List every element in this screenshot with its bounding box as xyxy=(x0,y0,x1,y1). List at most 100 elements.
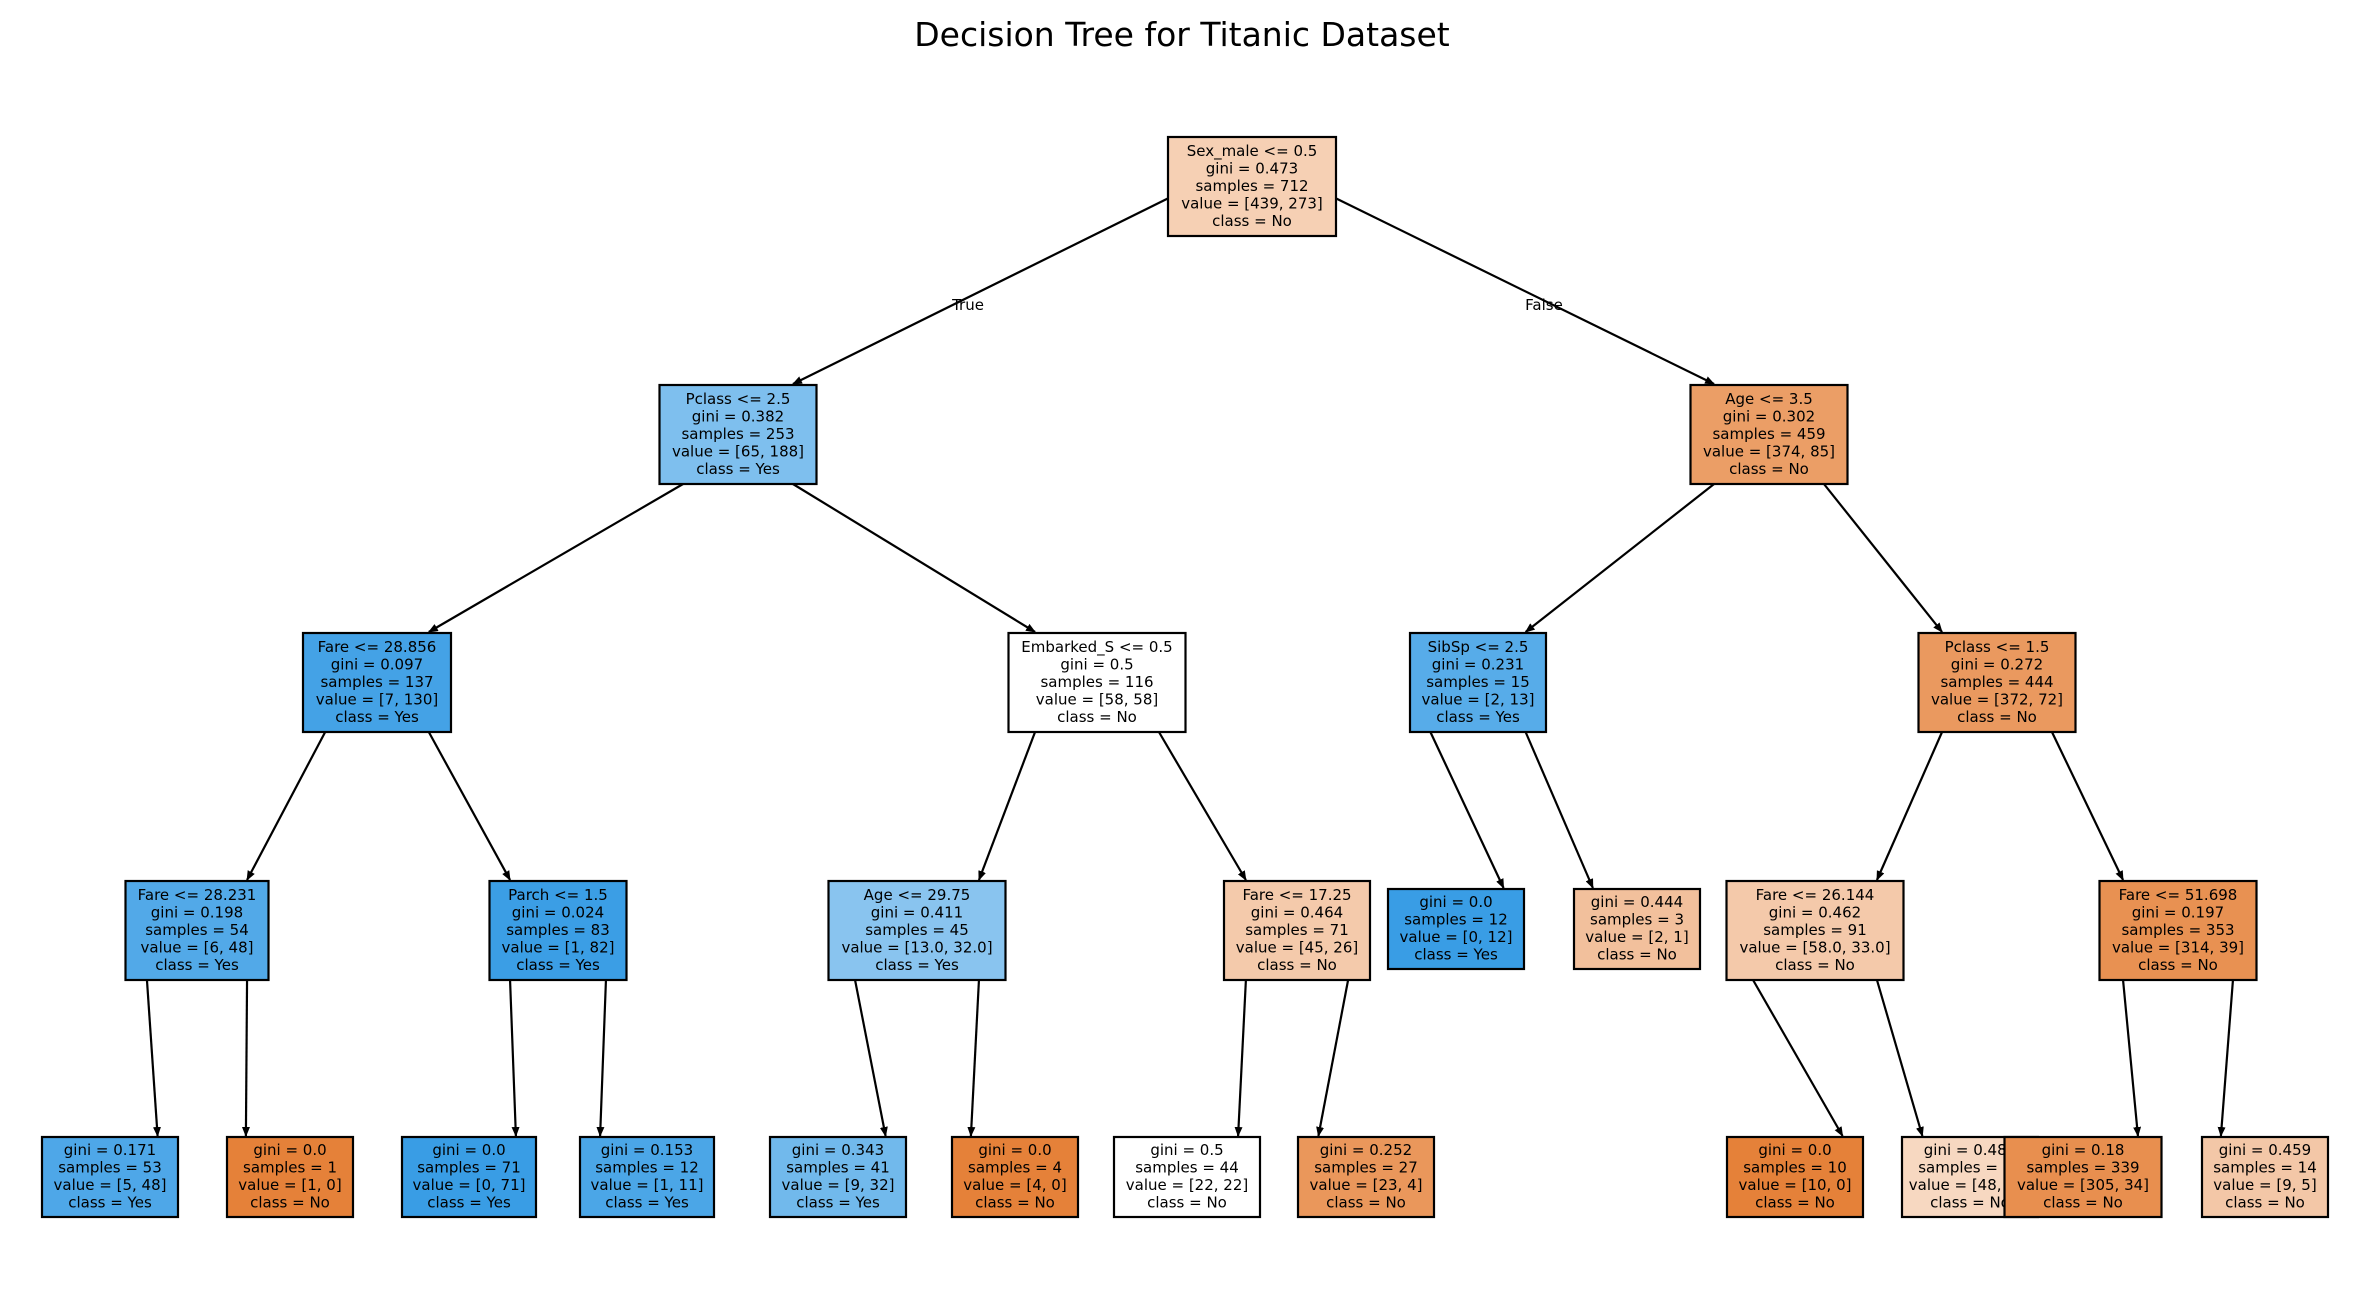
node-text-line: Pclass <= 1.5 xyxy=(1945,638,2050,656)
node-text-line: class = Yes xyxy=(1436,708,1520,726)
node-text-line: class = No xyxy=(2043,1194,2123,1212)
edge-n3-n5 xyxy=(241,979,250,1137)
node-text-line: samples = 353 xyxy=(2121,921,2234,939)
node-text-line: class = No xyxy=(1597,946,1677,964)
node-text-line: gini = 0.0 xyxy=(978,1141,1051,1159)
node-text-line: value = [9, 5] xyxy=(2213,1176,2316,1194)
edge-n17-n18 xyxy=(1429,731,1505,889)
node-text-line: gini = 0.0 xyxy=(1758,1141,1831,1159)
node-text-line: gini = 0.302 xyxy=(1723,407,1815,425)
node-text-line: samples = 91 xyxy=(1763,921,1867,939)
node-box xyxy=(1007,631,1187,734)
node-text-line: value = [58.0, 33.0] xyxy=(1739,938,1890,956)
node-text-line: value = [1, 11] xyxy=(591,1176,704,1194)
node-text-line: gini = 0.483 xyxy=(1924,1141,2016,1159)
node-text-line: gini = 0.197 xyxy=(2132,903,2224,921)
node-text-line: Fare <= 26.144 xyxy=(1756,886,1875,904)
node-box xyxy=(1408,631,1548,734)
node-text-line: value = [0, 71] xyxy=(413,1176,526,1194)
node-box xyxy=(225,1135,355,1219)
node-text-line: gini = 0.343 xyxy=(792,1141,884,1159)
node-text-line: gini = 0.464 xyxy=(1251,903,1343,921)
node-box xyxy=(1296,1135,1436,1219)
node-text-line: gini = 0.171 xyxy=(64,1141,156,1159)
node-text-line: gini = 0.231 xyxy=(1432,655,1524,673)
edge-n20-n24 xyxy=(2050,731,2125,881)
node-text-line: gini = 0.459 xyxy=(2219,1141,2311,1159)
edge-label-true: True xyxy=(951,296,984,314)
edge-n6-n8 xyxy=(596,979,608,1137)
node-text-line: gini = 0.0 xyxy=(253,1141,326,1159)
node-text-line: samples = 14 xyxy=(2213,1159,2317,1177)
node-text-line: Age <= 3.5 xyxy=(1725,390,1813,408)
node-text-line: class = Yes xyxy=(696,460,780,478)
node-box xyxy=(827,879,1007,982)
node-text-line: value = [4, 0] xyxy=(963,1176,1066,1194)
node-text-line: gini = 0.0 xyxy=(1419,893,1492,911)
node-text-line: value = [48, 33] xyxy=(1909,1176,2032,1194)
node-text-line: Sex_male <= 0.5 xyxy=(1187,142,1318,161)
edge-n21-n22 xyxy=(1752,979,1844,1137)
node-text-line: value = [314, 39] xyxy=(2112,938,2244,956)
node-text-line: class = No xyxy=(2225,1194,2305,1212)
node-text-line: samples = 712 xyxy=(1195,177,1308,195)
node-text-line: class = No xyxy=(1147,1194,1227,1212)
node-text-line: gini = 0.097 xyxy=(331,655,423,673)
node-text-line: class = No xyxy=(1775,956,1855,974)
node-box xyxy=(1112,1135,1262,1219)
node-text-line: class = No xyxy=(1729,460,1809,478)
node-text-line: Fare <= 28.856 xyxy=(318,638,437,656)
node-box xyxy=(1222,879,1372,982)
node-text-line: samples = 53 xyxy=(58,1159,162,1177)
node-text-line: class = No xyxy=(250,1194,330,1212)
node-text-line: gini = 0.0 xyxy=(432,1141,505,1159)
node-text-line: samples = 10 xyxy=(1743,1159,1847,1177)
node-text-line: class = No xyxy=(1057,708,1137,726)
edge-n0-n1 xyxy=(792,197,1169,385)
node-text-line: samples = 116 xyxy=(1040,673,1153,691)
node-box xyxy=(2200,1135,2330,1219)
edge-n0-n16 xyxy=(1335,197,1715,385)
node-box xyxy=(1166,135,1338,238)
node-text-line: value = [372, 72] xyxy=(1931,690,2063,708)
node-text-line: class = No xyxy=(1930,1194,2010,1212)
node-text-line: class = No xyxy=(1326,1194,1406,1212)
node-box xyxy=(578,1135,716,1219)
node-text-line: samples = 12 xyxy=(595,1159,699,1177)
node-text-line: samples = 41 xyxy=(786,1159,890,1177)
edge-n10-n11 xyxy=(853,979,888,1137)
node-text-line: samples = 253 xyxy=(681,425,794,443)
node-text-line: class = Yes xyxy=(605,1194,689,1212)
edge-label-false: False xyxy=(1525,296,1563,314)
edge-n21-n23 xyxy=(1875,979,1924,1137)
node-box xyxy=(2003,1135,2163,1219)
node-text-line: samples = 15 xyxy=(1426,673,1530,691)
node-box xyxy=(40,1135,180,1219)
edge-n1-n2 xyxy=(427,483,684,633)
node-text-line: class = Yes xyxy=(875,956,959,974)
node-box xyxy=(1386,887,1526,971)
edge-n2-n6 xyxy=(427,731,512,881)
node-text-line: class = Yes xyxy=(796,1194,880,1212)
node-text-line: samples = 4 xyxy=(968,1159,1062,1177)
node-text-line: samples = 45 xyxy=(865,921,969,939)
node-text-line: class = Yes xyxy=(516,956,600,974)
node-text-line: Pclass <= 2.5 xyxy=(686,390,791,408)
node-box xyxy=(400,1135,538,1219)
edge-n20-n21 xyxy=(1875,731,1944,881)
node-text-line: samples = 339 xyxy=(2026,1159,2139,1177)
node-text-line: Fare <= 28.231 xyxy=(138,886,257,904)
node-text-line: samples = 137 xyxy=(320,673,433,691)
edge-n16-n17 xyxy=(1524,483,1715,633)
node-text-line: value = [23, 4] xyxy=(1310,1176,1423,1194)
node-text-line: gini = 0.473 xyxy=(1206,159,1298,177)
